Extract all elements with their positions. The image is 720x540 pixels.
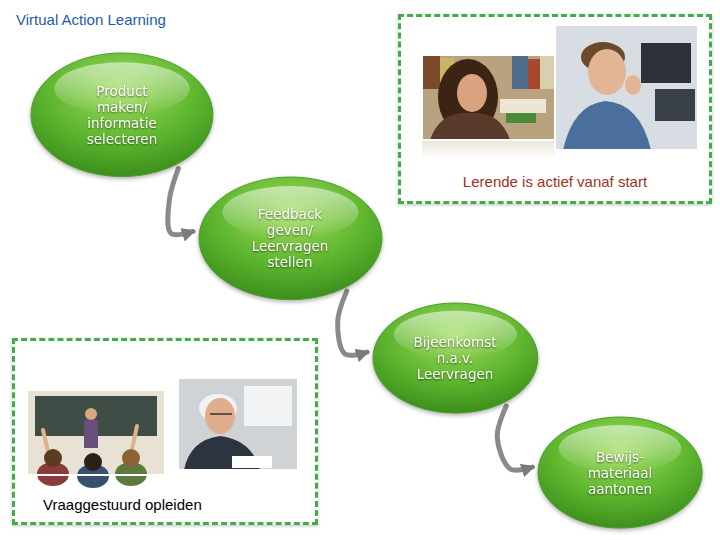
process-ellipse: Bewijs-materiaal aantonen — [535, 413, 705, 532]
body — [563, 101, 651, 150]
book — [506, 113, 536, 123]
book — [500, 99, 546, 113]
text-group: Bewijs-materiaal aantonen — [568, 449, 672, 498]
body — [430, 113, 510, 140]
photo-older-learner — [178, 378, 298, 470]
text-group: Product maken/ informatie selecteren — [70, 83, 174, 148]
projection-screen — [244, 386, 292, 426]
node-label: Bewijs-materiaal aantonen — [568, 449, 672, 498]
photo-ground — [178, 378, 298, 470]
dashed-group-box: Lerende is actief vanaf start — [398, 14, 712, 204]
text-group: Bijeenkomst n.a.v. Leervragen — [403, 334, 507, 383]
face — [588, 49, 626, 95]
group-label: Vraaggestuurd opleiden — [43, 496, 202, 514]
photo-ground — [422, 55, 555, 140]
photo-ground — [27, 390, 165, 475]
cycle-arrow — [168, 168, 193, 234]
photo-reflection — [422, 141, 555, 159]
student-head — [44, 449, 62, 467]
student-head — [84, 453, 102, 471]
process-ellipse: Bijeenkomst n.a.v. Leervragen — [370, 299, 541, 417]
photo-frame — [178, 378, 298, 470]
cycle-arrow — [497, 406, 532, 470]
book-spine — [540, 55, 555, 89]
diagram-title: Virtual Action Learning — [16, 11, 166, 28]
photo-frame — [422, 55, 555, 140]
ellipse-fill — [199, 177, 382, 300]
text-group: Vraaggestuurd opleiden — [43, 496, 202, 514]
face — [205, 398, 235, 434]
photo-student-books — [422, 55, 555, 140]
photo-reflection-fade — [422, 141, 555, 159]
monitor — [655, 89, 695, 121]
photo-classroom — [27, 390, 165, 488]
process-ellipse: Feedback geven/ Leervragen stellen — [196, 173, 385, 304]
papers — [232, 456, 272, 468]
photo-student-computer — [555, 25, 698, 150]
ellipse-fill — [373, 303, 538, 413]
hand — [625, 75, 641, 95]
teacher-body — [84, 420, 98, 448]
dashed-group-box: Vraaggestuurd opleiden — [12, 338, 318, 525]
process-ellipse: Product maken/ informatie selecteren — [28, 49, 216, 181]
cycle-arrow — [338, 291, 367, 355]
group-label: Lerende is actief vanaf start — [463, 173, 647, 191]
photo-frame — [555, 25, 698, 150]
student-head — [122, 449, 140, 467]
text-group: Feedback geven/ Leervragen stellen — [238, 206, 342, 271]
text-group: Lerende is actief vanaf start — [463, 173, 647, 191]
teacher-head — [85, 408, 97, 420]
node-label: Feedback geven/ Leervragen stellen — [238, 206, 342, 271]
monitor — [641, 43, 691, 83]
glasses — [210, 413, 232, 415]
ellipse-fill — [538, 417, 702, 528]
book-spine — [422, 55, 440, 89]
photo-ground — [555, 25, 698, 150]
face — [457, 74, 487, 112]
book-spine — [528, 59, 540, 89]
node-label: Product maken/ informatie selecteren — [70, 83, 174, 148]
ellipse-fill — [31, 53, 213, 177]
book-spine — [512, 55, 528, 89]
photo-frame — [27, 390, 165, 475]
node-label: Bijeenkomst n.a.v. Leervragen — [403, 334, 507, 383]
